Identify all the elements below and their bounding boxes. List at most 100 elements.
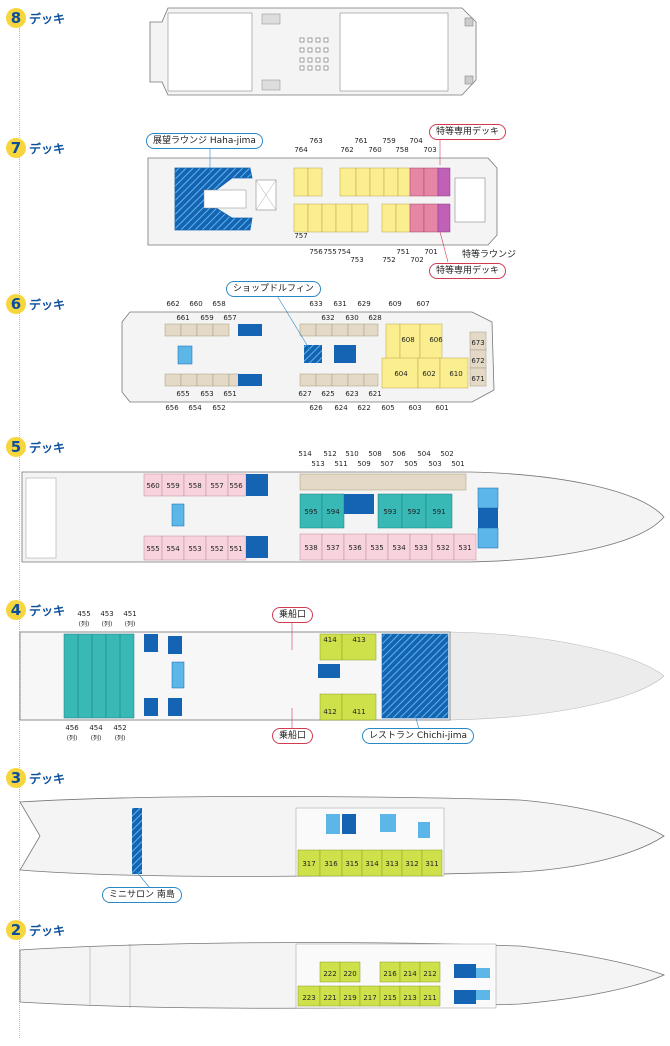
room-number-513: 513 [311,460,324,468]
deck-5-label: 5 デッキ [6,437,65,457]
row-suffix-(列): (列) [79,620,90,628]
cabin-number-594: 594 [326,508,340,516]
room-number-514: 514 [298,450,312,458]
cabin-number-315: 315 [345,860,358,868]
room-number-763: 763 [309,137,322,145]
cabin-number-411: 411 [352,708,365,716]
cabin-number-604: 604 [394,370,408,378]
room-number-703: 703 [423,146,436,154]
deck-8-number: 8 [6,8,26,28]
deck-3-plan [19,795,665,877]
cabin-number-312: 312 [405,860,418,868]
cabin-number-311: 311 [425,860,438,868]
callout-mini-salon: ミニサロン 南島 [102,887,182,903]
room-number-622: 622 [357,404,370,412]
room-number-762: 762 [340,146,353,154]
cabin-number-222: 222 [323,970,336,978]
cabin-number-535: 535 [370,544,383,552]
room-number-511: 511 [334,460,347,468]
row-number-455: 455 [77,610,90,618]
deck-7-number: 7 [6,138,26,158]
room-number-627: 627 [298,390,311,398]
deck-6-name: デッキ [29,297,66,312]
room-number-509: 509 [357,460,370,468]
room-number-661: 661 [176,314,189,322]
cabin-number-536: 536 [348,544,362,552]
room-number-756: 756 [309,248,323,256]
room-number-758: 758 [395,146,408,154]
room-number-656: 656 [165,404,179,412]
cabin-number-557: 557 [210,482,223,490]
cabin-number-534: 534 [392,544,406,552]
cabin-number-221: 221 [323,994,336,1002]
deck-2-plan [19,942,666,1009]
deck-4-plan [19,631,665,721]
cabin-number-608: 608 [401,336,414,344]
deck-2-name: デッキ [29,923,66,938]
cabin-number-553: 553 [188,545,201,553]
cabin-number-593: 593 [383,508,396,516]
callout-boarding-bottom: 乗船口 [272,728,314,744]
cabin-number-559: 559 [166,482,179,490]
room-number-508: 508 [368,450,381,458]
room-number-503: 503 [428,460,441,468]
row-suffix-(列): (列) [102,620,113,628]
cabin-number-217: 217 [363,994,376,1002]
room-number-764: 764 [294,146,308,154]
cabin-number-610: 610 [449,370,462,378]
deck-5-plan [21,471,665,563]
cabin-number-317: 317 [302,860,315,868]
deck-5-name: デッキ [29,440,66,455]
deck-3-name: デッキ [29,771,66,786]
room-number-623: 623 [345,390,358,398]
room-number-757: 757 [294,232,307,240]
cabin-number-592: 592 [407,508,420,516]
cabin-number-219: 219 [343,994,356,1002]
deck-2-number: 2 [6,920,26,940]
cabin-number-223: 223 [302,994,315,1002]
callout-special-deck-bottom: 特等専用デッキ [429,263,507,279]
room-number-633: 633 [309,300,322,308]
cabin-number-556: 556 [229,482,243,490]
cabin-number-531: 531 [458,544,471,552]
room-number-654: 654 [188,404,202,412]
room-number-601: 601 [435,404,448,412]
cabin-number-671: 671 [471,375,484,383]
room-number-761: 761 [354,137,367,145]
cabin-number-533: 533 [414,544,427,552]
room-number-607: 607 [416,300,429,308]
room-number-660: 660 [189,300,202,308]
deck-7-name: デッキ [29,141,66,156]
callout-hahajima-lounge: 展望ラウンジ Haha-jima [146,133,263,149]
room-number-626: 626 [309,404,323,412]
room-number-632: 632 [321,314,334,322]
row-number-451: 451 [123,610,136,618]
room-number-658: 658 [212,300,225,308]
deck-8-plan [149,7,477,96]
room-number-506: 506 [392,450,406,458]
deck-6-number: 6 [6,294,26,314]
cabin-number-211: 211 [423,994,436,1002]
room-number-759: 759 [382,137,395,145]
room-number-655: 655 [176,390,189,398]
cabin-number-606: 606 [429,336,443,344]
cabin-number-414: 414 [323,636,337,644]
room-number-657: 657 [223,314,236,322]
room-number-760: 760 [368,146,381,154]
row-number-452: 452 [113,724,126,732]
callout-special-deck-top: 特等専用デッキ [429,124,507,140]
callout-boarding-top: 乗船口 [272,607,314,623]
cabin-number-314: 314 [365,860,379,868]
deck-6-label: 6 デッキ [6,294,65,314]
deck-7-label: 7 デッキ [6,138,65,158]
deck-8-label: 8 デッキ [6,8,65,28]
